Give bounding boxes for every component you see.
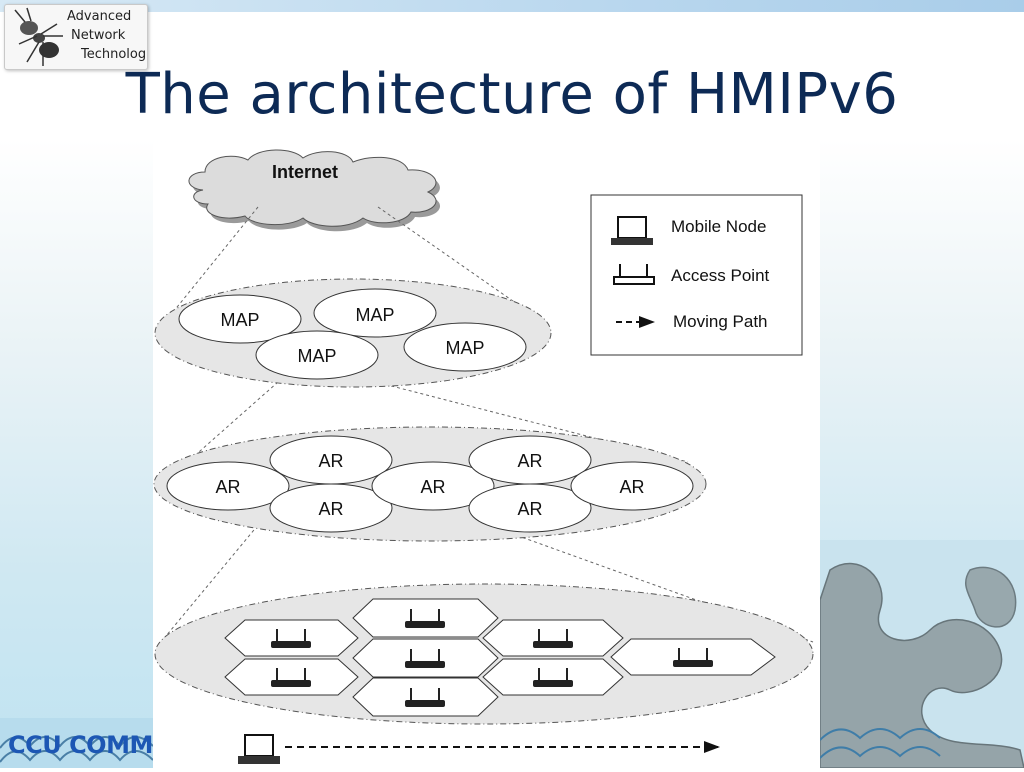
ar-label-5: AR — [517, 451, 542, 471]
hmipv6-diagram: Internet MAP MAP MAP MAP — [153, 142, 820, 768]
ar-label-4: AR — [420, 477, 445, 497]
access-point-icon — [405, 649, 445, 668]
access-point-icon — [533, 629, 573, 648]
mobile-node-icon — [611, 216, 653, 245]
logo-line-2: Network — [71, 28, 126, 43]
access-point-icon — [673, 648, 713, 667]
mobile-node — [238, 734, 280, 764]
legend: Mobile Node Access Point Moving Path — [590, 194, 803, 356]
ar-label-7: AR — [619, 477, 644, 497]
internet-cloud: Internet — [188, 149, 441, 232]
logo: Advanced Network Technolog — [4, 4, 148, 70]
internet-label: Internet — [272, 162, 338, 182]
access-point-layer — [154, 583, 814, 725]
map-label-2: MAP — [355, 305, 394, 325]
footer-label: CCU COMM — [8, 731, 153, 759]
legend-access-point: Access Point — [671, 266, 770, 285]
access-point-icon — [405, 688, 445, 707]
logo-line-1: Advanced — [67, 9, 132, 24]
access-point-icon — [405, 609, 445, 628]
ar-layer: AR AR AR AR AR AR AR — [153, 426, 707, 542]
access-point-icons — [271, 609, 713, 707]
logo-line-3: Technolog — [81, 47, 147, 62]
ar-label-6: AR — [517, 499, 542, 519]
ar-label-1: AR — [215, 477, 240, 497]
ant-icon — [14, 7, 63, 66]
access-point-legend-icon — [613, 264, 655, 285]
access-point-icon — [533, 668, 573, 687]
ar-label-2: AR — [318, 451, 343, 471]
ar-label-3: AR — [318, 499, 343, 519]
map-layer: MAP MAP MAP MAP — [154, 278, 552, 388]
access-point-icon — [271, 668, 311, 687]
top-accent-bar — [0, 0, 1024, 12]
map-label-4: MAP — [445, 338, 484, 358]
diagram-canvas: Internet MAP MAP MAP MAP — [153, 149, 814, 764]
legend-moving-path: Moving Path — [673, 312, 768, 331]
map-label-3: MAP — [297, 346, 336, 366]
map-label-1: MAP — [220, 310, 259, 330]
dragon-decoration — [820, 540, 1024, 768]
wave-decoration — [0, 718, 153, 768]
logo-text: Advanced Network Technolog — [67, 7, 146, 64]
slide-title: The architecture of HMIPv6 — [125, 62, 899, 127]
access-point-icon — [271, 629, 311, 648]
legend-mobile-node: Mobile Node — [671, 217, 766, 236]
